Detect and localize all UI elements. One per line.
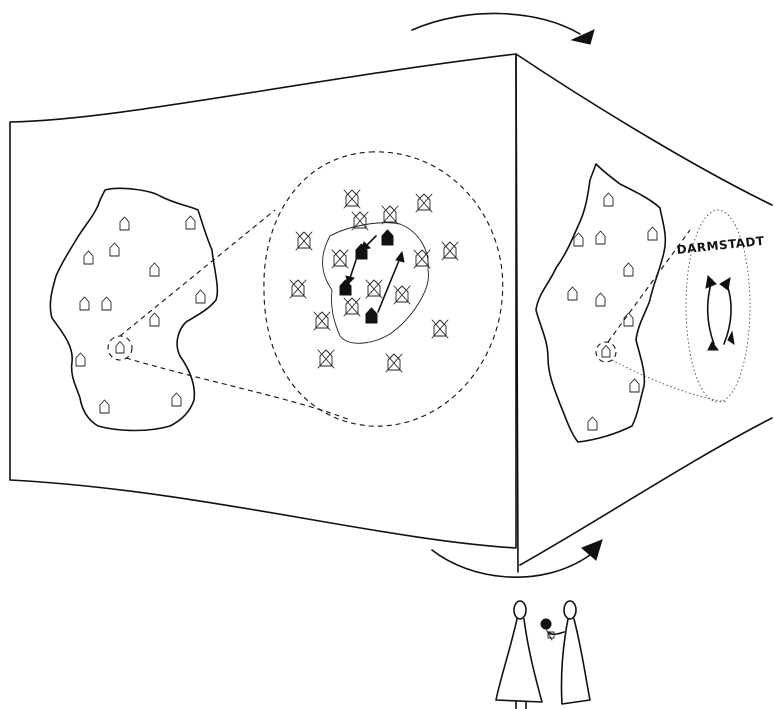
rotation-arrow-bottom-head xyxy=(581,539,603,561)
zoom-ray-lower-right xyxy=(611,359,727,403)
left-wall-panel xyxy=(9,53,517,549)
house-icon xyxy=(603,192,614,207)
right-map-houses xyxy=(567,192,658,431)
house-icon xyxy=(115,341,125,354)
house-icon xyxy=(83,250,94,265)
house-icon xyxy=(109,242,120,257)
house-icon xyxy=(567,286,578,301)
crossed-house-icon xyxy=(441,241,459,261)
crossed-house-icon xyxy=(295,231,313,251)
house-icon xyxy=(595,230,606,245)
house-icon xyxy=(101,296,112,311)
house-icon xyxy=(75,352,86,367)
right-wall-panel xyxy=(515,53,773,573)
crossed-house-icon xyxy=(385,353,403,373)
crossed-house-icon xyxy=(317,349,335,369)
house-icon xyxy=(185,215,196,230)
crossed-house-icon xyxy=(289,279,307,299)
house-icon xyxy=(149,312,160,327)
house-icon xyxy=(573,232,584,247)
person-right xyxy=(547,600,591,705)
rotation-arrow-top-head xyxy=(570,29,595,45)
house-icon xyxy=(629,378,640,393)
crossed-house-icon xyxy=(365,279,383,299)
house-icon xyxy=(119,216,130,231)
house-icon xyxy=(171,392,182,407)
left-map-houses xyxy=(75,215,206,414)
crossed-house-icon xyxy=(351,211,369,231)
germany-map-right xyxy=(535,163,667,443)
crossed-house-icon xyxy=(413,249,431,269)
crossed-house-icon xyxy=(343,189,361,209)
crossed-house-icon xyxy=(393,285,411,305)
city-selection-circle xyxy=(107,335,133,361)
crossed-house-icon xyxy=(415,193,433,213)
zoom-ray-lower xyxy=(125,357,351,421)
house-icon xyxy=(79,296,90,311)
balloon-icon xyxy=(540,618,555,641)
house-icon xyxy=(601,345,611,358)
crossed-houses xyxy=(289,189,459,373)
house-icon xyxy=(195,289,206,304)
movement-arrows xyxy=(345,235,405,313)
crossed-house-icon xyxy=(431,319,449,339)
arrow-icon xyxy=(377,257,401,313)
rotation-arrow-top xyxy=(411,12,581,35)
city-region-outline xyxy=(322,222,429,344)
city-zoom-ellipse xyxy=(685,209,751,403)
city-selection-circle-right xyxy=(595,341,617,363)
crossed-house-icon xyxy=(331,249,349,269)
zoom-ray-upper xyxy=(119,209,276,337)
house-icon xyxy=(99,399,110,414)
house-icon xyxy=(623,262,634,277)
house-icon xyxy=(647,226,658,241)
germany-map-left xyxy=(49,187,219,432)
crossed-house-icon xyxy=(313,311,331,331)
zoom-circle-large xyxy=(263,151,504,427)
house-icon xyxy=(149,262,160,277)
crossed-house-icon xyxy=(343,297,361,317)
arrow-icon xyxy=(349,259,357,279)
arrow-icon xyxy=(365,235,377,247)
crossed-house-icon xyxy=(381,205,399,225)
filled-house-icon xyxy=(381,229,394,246)
person-left xyxy=(495,600,543,709)
filled-house-icon xyxy=(365,307,378,324)
house-icon xyxy=(587,416,598,431)
rotation-arrow-bottom xyxy=(431,549,591,578)
house-icon xyxy=(623,312,634,327)
house-icon xyxy=(595,292,606,307)
city-circulation-arrows xyxy=(705,274,735,351)
